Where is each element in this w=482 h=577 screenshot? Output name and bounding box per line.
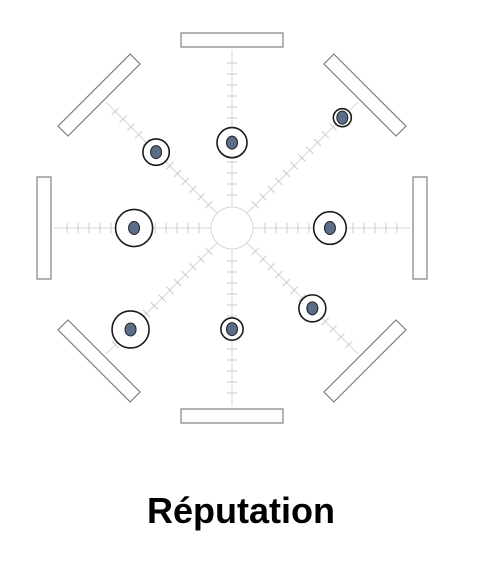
axis-tick xyxy=(313,138,322,147)
axis-tick xyxy=(251,200,260,209)
axis-tick xyxy=(181,177,190,186)
marker-dot xyxy=(150,145,163,160)
axis-tick xyxy=(321,130,330,139)
outer-panels xyxy=(36,32,428,424)
axis-tick xyxy=(282,169,291,178)
axis-tick xyxy=(290,286,299,295)
panel xyxy=(180,32,284,48)
marker-dot xyxy=(336,110,349,125)
radial-chart xyxy=(36,32,428,424)
panel xyxy=(323,319,407,403)
axis-tick xyxy=(196,255,205,264)
panel xyxy=(57,53,141,137)
chart-title: Réputation xyxy=(147,490,335,531)
axis-tick xyxy=(282,278,291,287)
axis-tick xyxy=(305,146,314,155)
axis-tick xyxy=(142,309,151,318)
axis-tick xyxy=(204,200,213,209)
marker-dot xyxy=(226,322,238,337)
axis-tick xyxy=(259,255,268,264)
marker-dot xyxy=(128,221,141,235)
marker-dot xyxy=(306,301,319,316)
axis-tick xyxy=(189,263,197,271)
data-markers xyxy=(111,107,353,349)
panel xyxy=(412,176,428,280)
panel xyxy=(323,53,407,137)
panel xyxy=(180,408,284,424)
panel xyxy=(57,319,141,403)
axis-tick xyxy=(126,122,135,131)
axis-tick xyxy=(173,278,182,287)
axis-tick xyxy=(165,286,174,295)
axis-tick xyxy=(173,169,182,178)
marker-dot xyxy=(226,135,238,150)
axis-tick xyxy=(259,192,268,201)
axis-tick xyxy=(329,325,338,334)
spoke-axes xyxy=(54,50,410,406)
center-circle xyxy=(210,206,254,250)
axis-tick xyxy=(158,294,166,302)
axis-tick xyxy=(189,185,197,193)
axis-tick xyxy=(337,333,345,341)
axis-tick xyxy=(196,192,205,201)
axis-tick xyxy=(251,247,260,256)
axis-tick xyxy=(274,177,283,186)
axis-tick xyxy=(267,263,275,271)
axis-tick xyxy=(181,270,190,279)
axis-tick xyxy=(111,107,120,116)
panel xyxy=(36,176,52,280)
axis-tick xyxy=(150,301,159,310)
marker-dot xyxy=(124,322,137,337)
axis-tick xyxy=(119,115,127,123)
axis-tick xyxy=(274,270,283,279)
axis-tick xyxy=(344,340,353,349)
marker-dot xyxy=(323,221,336,235)
axis-tick xyxy=(298,154,306,162)
axis-tick xyxy=(204,247,213,256)
axis-tick xyxy=(165,161,174,170)
axis-tick xyxy=(111,340,120,349)
axis-tick xyxy=(290,161,299,170)
axis-tick xyxy=(321,317,330,326)
axis-tick xyxy=(329,122,338,131)
axis-tick xyxy=(298,294,306,302)
axis-tick xyxy=(267,185,275,193)
axis-tick xyxy=(134,130,143,139)
